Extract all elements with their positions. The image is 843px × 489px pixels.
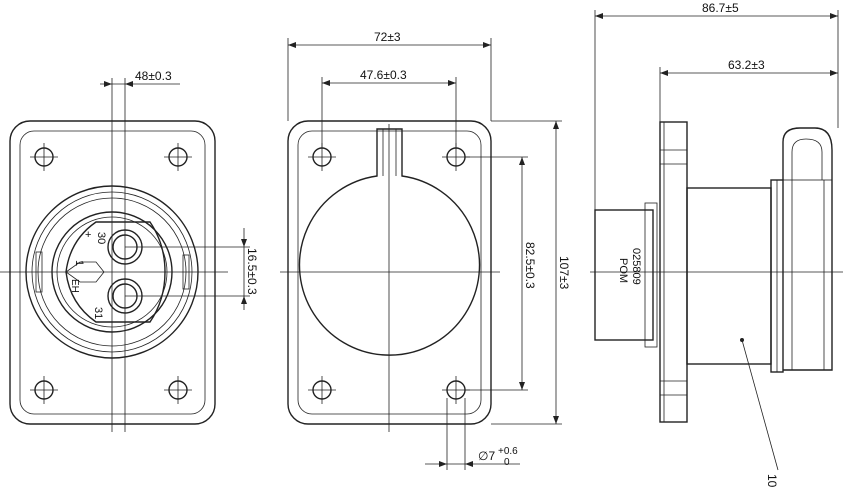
label-31: 31 <box>92 307 104 319</box>
dim-body-length: 63.2±3 <box>728 58 765 72</box>
dim-hole-diameter: ∅7 <box>478 449 495 463</box>
dim-total-length: 86.7±5 <box>702 1 739 15</box>
mount-hole-tr <box>164 143 192 171</box>
mount-hole-bl <box>30 376 58 404</box>
part-code: 025809 <box>630 248 642 285</box>
dim-cover-width: 72±3 <box>374 30 401 44</box>
mount-hole-br <box>164 376 192 404</box>
dim-vertical: 16.5±0.3 <box>245 248 259 295</box>
dim-hole-tol-upper: +0.6 <box>498 446 518 457</box>
dim-hole-spacing: 47.6±0.3 <box>360 68 407 82</box>
side-view: 025809 POM 86.7±5 63.2±3 10 <box>590 1 843 488</box>
label-30: 30 <box>95 232 107 244</box>
label-eh: EH <box>69 279 80 293</box>
label-plus: + <box>85 229 91 241</box>
dim-hole-tol-lower: 0 <box>504 457 510 468</box>
cover-hole-bl <box>308 376 336 404</box>
mount-hole-tl <box>30 143 58 171</box>
callout-number: 10 <box>765 474 779 488</box>
cover-view: 72±3 47.6±0.3 82.5±0.3 107±3 ∅7 +0.6 0 <box>280 30 571 470</box>
front-view: 30 + 1 EH 31 48±0.3 16.5±0.3 <box>0 69 259 432</box>
dim-pin-spacing: 48±0.3 <box>135 69 172 83</box>
label-1: 1 <box>73 260 85 266</box>
dim-hole-vertical: 82.5±0.3 <box>523 242 537 289</box>
material-label: POM <box>617 258 629 283</box>
dim-cover-height: 107±3 <box>557 256 571 290</box>
